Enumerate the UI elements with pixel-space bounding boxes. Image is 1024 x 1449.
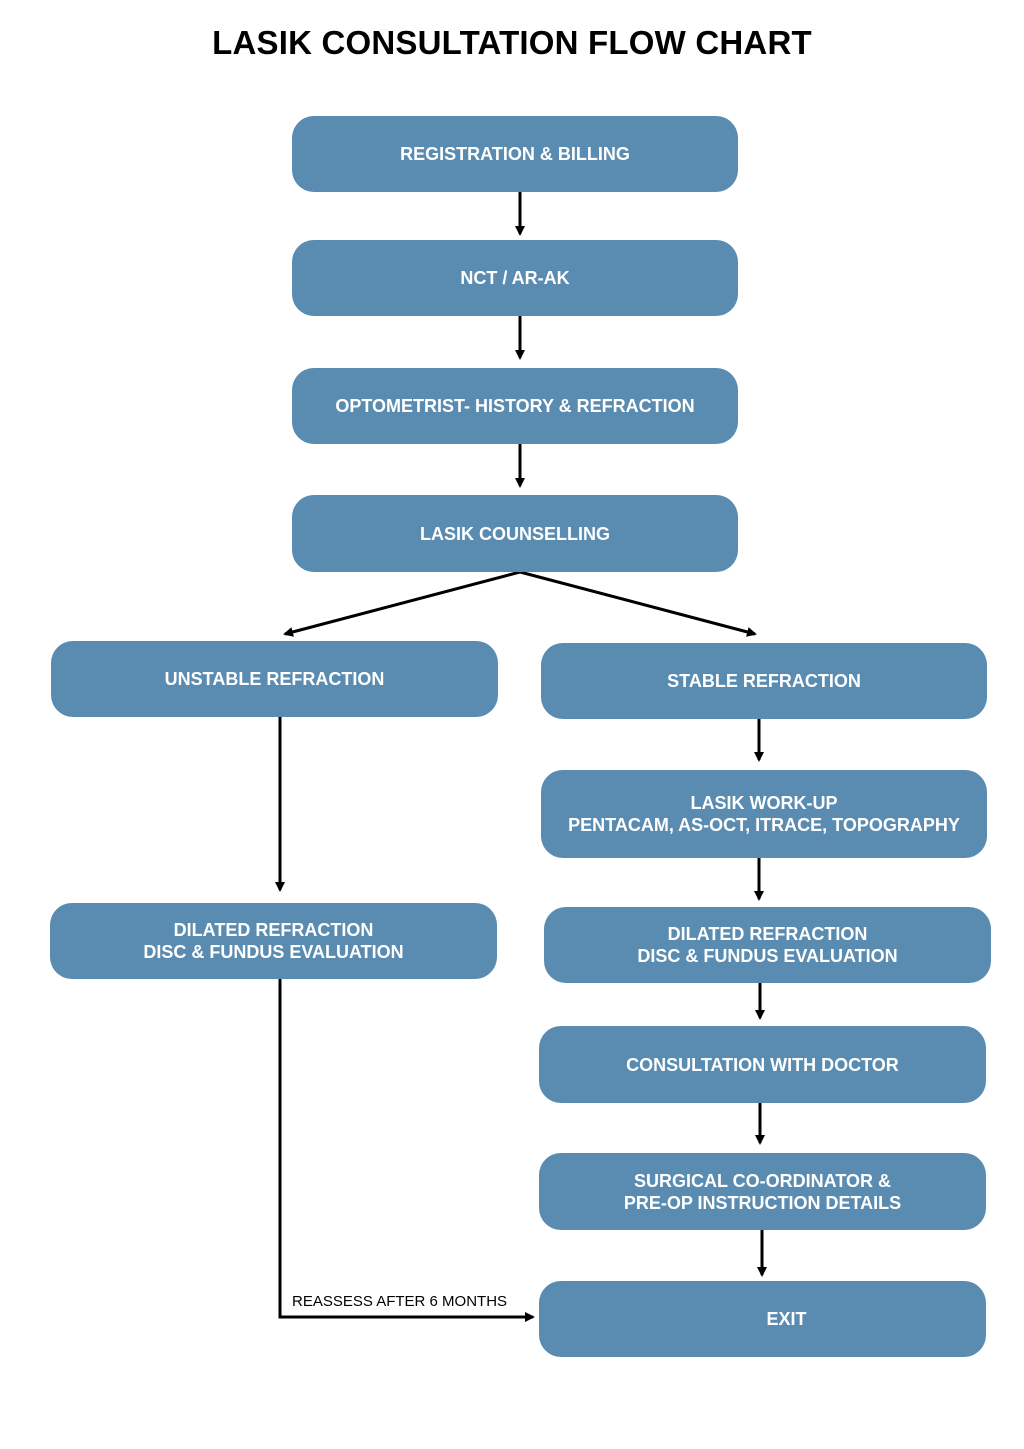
node-label: EXIT (766, 1309, 807, 1329)
arrow-dilated-left-to-exit (278, 979, 535, 1322)
node-label: OPTOMETRIST- HISTORY & REFRACTION (335, 396, 695, 416)
node-dilated-refraction-left: DILATED REFRACTION DISC & FUNDUS EVALUAT… (50, 903, 497, 979)
node-label-line2: DISC & FUNDUS EVALUATION (637, 946, 898, 966)
node-label: REGISTRATION & BILLING (400, 144, 630, 164)
node-label-line2: DISC & FUNDUS EVALUATION (143, 942, 404, 962)
node-consultation-with-doctor: CONSULTATION WITH DOCTOR (539, 1026, 986, 1103)
node-dilated-refraction-right: DILATED REFRACTION DISC & FUNDUS EVALUAT… (544, 907, 991, 983)
arrow-counselling-to-unstable (283, 570, 521, 637)
node-label-line2: PENTACAM, AS-OCT, ITRACE, TOPOGRAPHY (568, 815, 960, 835)
node-lasik-counselling: LASIK COUNSELLING (292, 495, 738, 572)
edge-label-reassess: REASSESS AFTER 6 MONTHS (292, 1293, 508, 1310)
node-label: STABLE REFRACTION (667, 671, 861, 691)
node-surgical-coordinator: SURGICAL CO-ORDINATOR & PRE-OP INSTRUCTI… (539, 1153, 986, 1230)
node-label-line1: DILATED REFRACTION (173, 920, 374, 940)
node-stable-refraction: STABLE REFRACTION (541, 643, 987, 719)
node-exit: EXIT (539, 1281, 986, 1357)
node-nct-ar-ak: NCT / AR-AK (292, 240, 738, 316)
node-label: NCT / AR-AK (460, 268, 570, 288)
node-label: LASIK COUNSELLING (419, 523, 610, 544)
node-registration-billing: REGISTRATION & BILLING (292, 116, 738, 192)
node-label-line1: SURGICAL CO-ORDINATOR & (633, 1170, 891, 1191)
node-label: CONSULTATION WITH DOCTOR (626, 1054, 899, 1075)
node-optometrist: OPTOMETRIST- HISTORY & REFRACTION (292, 368, 738, 444)
node-label-line1: LASIK WORK-UP (690, 793, 838, 813)
node-label-line2: PRE-OP INSTRUCTION DETAILS (623, 1192, 902, 1213)
node-unstable-refraction: UNSTABLE REFRACTION (51, 641, 498, 717)
node-label-line1: DILATED REFRACTION (667, 924, 868, 944)
page-title: LASIK CONSULTATION FLOW CHART (212, 24, 812, 61)
arrow-counselling-to-stable (519, 570, 757, 637)
node-lasik-workup: LASIK WORK-UP PENTACAM, AS-OCT, ITRACE, … (541, 770, 987, 858)
node-label: UNSTABLE REFRACTION (164, 669, 385, 689)
